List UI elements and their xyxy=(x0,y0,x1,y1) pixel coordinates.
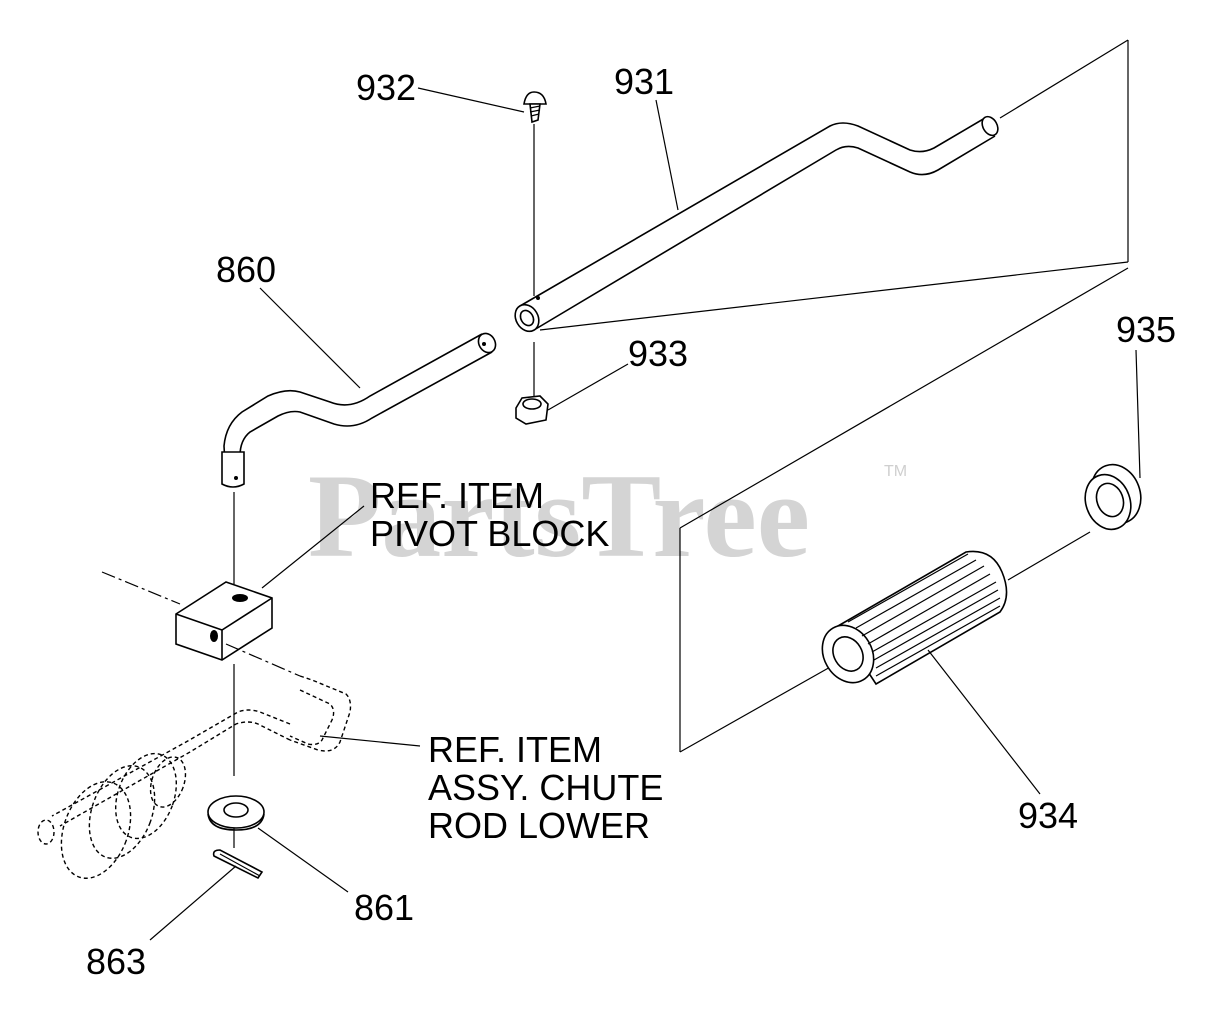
part-931-rod xyxy=(514,39,1129,333)
ref-pivot-block xyxy=(101,571,301,848)
part-860-rod xyxy=(221,332,497,584)
part-932-screw xyxy=(523,91,547,396)
part-861-washer xyxy=(207,795,265,831)
callout-934: 934 xyxy=(1018,795,1078,836)
part-934-935-group xyxy=(679,267,1129,753)
ref-pivot-block-line2: PIVOT BLOCK xyxy=(370,513,609,554)
part-933-nut xyxy=(515,395,549,425)
watermark-trademark: TM xyxy=(884,463,907,480)
ref-chute-rod-line2: ASSY. CHUTE xyxy=(428,767,663,808)
callout-860: 860 xyxy=(216,249,276,290)
callout-863: 863 xyxy=(86,941,146,982)
part-935-bushing xyxy=(1084,463,1142,531)
ref-pivot-block-line1: REF. ITEM xyxy=(370,475,544,516)
callout-933: 933 xyxy=(628,333,688,374)
ref-chute-rod-lower xyxy=(37,675,352,879)
leader-lines xyxy=(149,87,1141,941)
callout-932: 932 xyxy=(356,67,416,108)
callout-935: 935 xyxy=(1116,309,1176,350)
ref-chute-rod-line1: REF. ITEM xyxy=(428,729,602,770)
callout-931: 931 xyxy=(614,61,674,102)
part-934-grip xyxy=(821,550,1008,686)
callout-861: 861 xyxy=(354,887,414,928)
partstree-watermark: PartsTree xyxy=(308,449,810,582)
ref-chute-rod-line3: ROD LOWER xyxy=(428,805,650,846)
part-863-cotter-pin xyxy=(212,849,264,880)
